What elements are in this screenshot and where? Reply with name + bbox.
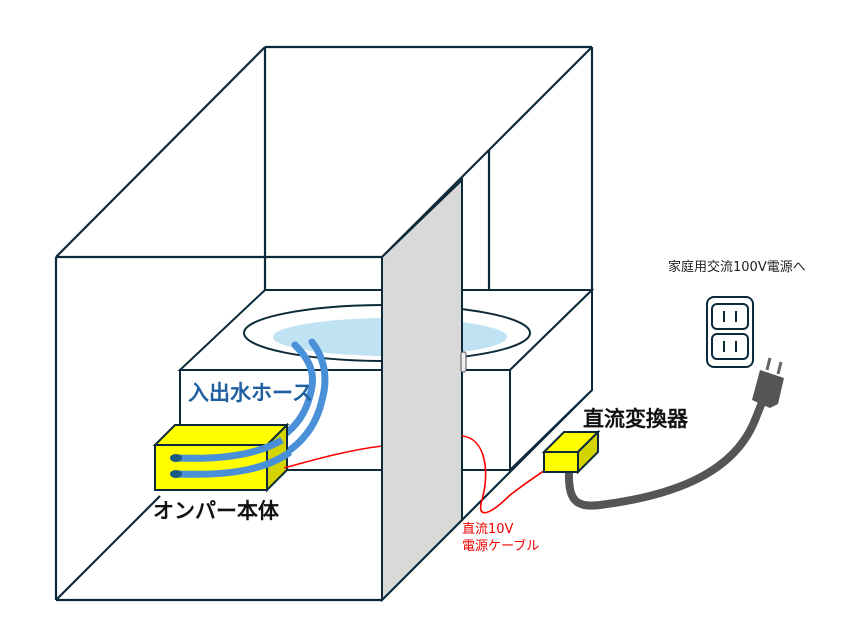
hose-label: 入出水ホース [188,381,313,405]
cable-label: 直流10V 電源ケーブル [462,521,539,555]
door-panel [381,177,463,603]
power-source-label: 家庭用交流100V電源へ [668,260,806,275]
dc-cable-front [283,445,383,469]
converter-label: 直流変換器 [583,407,688,431]
panel-handle [460,351,467,373]
ompa-body [152,422,293,493]
plug-icon [752,357,784,408]
converter [541,429,601,475]
ompa-body-label: オンパー本体 [153,499,279,523]
cable-label-line2: 電源ケーブル [462,539,540,554]
wall-outlet-icon [706,296,754,368]
cable-label-line1: 直流10V [462,522,514,537]
dc-cable [461,435,553,514]
ac-cord [564,391,769,510]
hose-port-1 [170,454,182,462]
hose-port-2 [170,470,182,478]
